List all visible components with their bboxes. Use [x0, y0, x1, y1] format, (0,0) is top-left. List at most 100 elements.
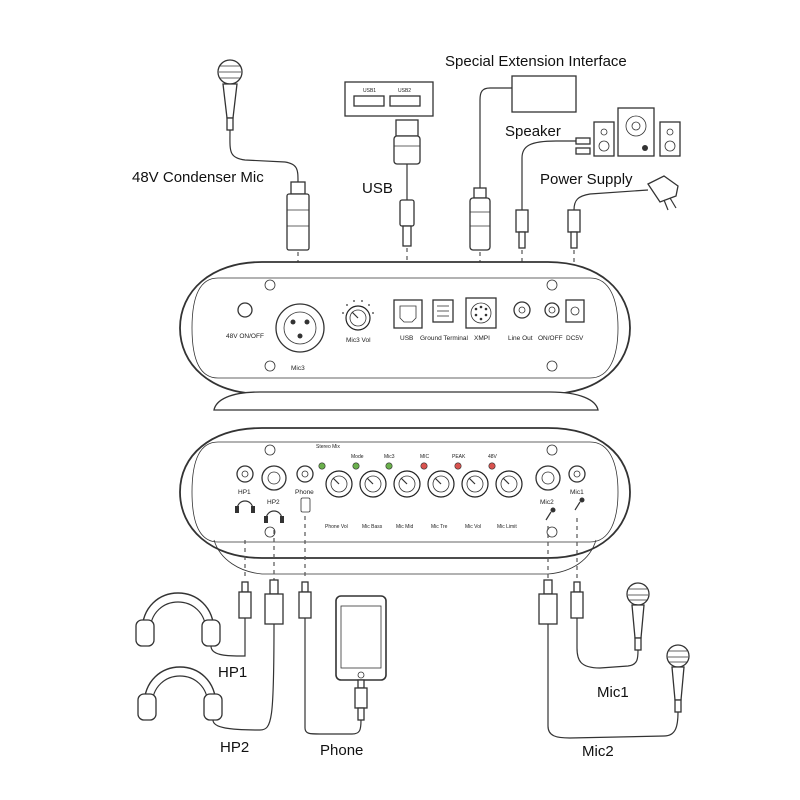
back-mic3-xlr-jack[interactable]	[275, 303, 325, 353]
hp2-plug-icon	[264, 579, 284, 625]
indicator-label-stereo-mix: Stereo Mix	[316, 444, 340, 450]
back-mic3-vol-scale	[342, 300, 374, 314]
back-onoff-label: ON/OFF	[538, 335, 563, 342]
led-mode	[352, 462, 360, 470]
hp1-headphone-left-cup	[235, 506, 239, 513]
back-ground-terminal[interactable]	[432, 299, 454, 323]
dc-plug-icon	[567, 209, 581, 249]
back-line-out-jack[interactable]	[513, 301, 531, 319]
knob-mic-bass[interactable]	[359, 470, 387, 498]
mic1-handheld-icon	[626, 582, 650, 651]
led-stereo-mix	[318, 462, 326, 470]
mic1-small-icon	[574, 497, 585, 511]
back-mic3-vol-label: Mic3 Vol	[346, 337, 371, 344]
front-phone-label: Phone	[295, 489, 314, 496]
mic2-cable	[547, 624, 679, 739]
hp2-label: HP2	[220, 739, 249, 756]
indicator-label-mode: Mode	[351, 454, 364, 460]
knob-label-mic-vol: Mic Vol	[465, 524, 481, 530]
usb1-port-label: USB1	[363, 88, 376, 94]
back-xmpi-port[interactable]	[465, 297, 497, 329]
indicator-label-48v: 48V	[488, 454, 498, 460]
back-ground-label: Ground Terminal	[420, 335, 468, 342]
mic1-label: Mic1	[597, 684, 629, 701]
front-hp1-jack[interactable]	[236, 465, 254, 483]
front-mic2-jack[interactable]	[535, 465, 561, 491]
hp1-headphones-icon	[135, 590, 221, 647]
speaker-system-icon	[575, 107, 681, 157]
front-hp2-jack[interactable]	[261, 465, 287, 491]
hp1-cable	[210, 618, 246, 657]
xlr-connector-icon	[286, 181, 310, 251]
led-48v	[488, 462, 496, 470]
indicator-label-mic3: Mic3	[384, 454, 395, 460]
hp1-label: HP1	[218, 664, 247, 681]
mic2-plug-icon	[538, 579, 558, 625]
phone-bottom-plug-icon	[354, 679, 368, 721]
phone-small-icon	[300, 497, 311, 513]
mic2-label: Mic2	[582, 743, 614, 760]
front-hp2-label: HP2	[267, 499, 280, 506]
extension-cable	[479, 87, 512, 188]
knob-mic-mid[interactable]	[393, 470, 421, 498]
front-mic2-label: Mic2	[540, 499, 554, 506]
speaker-label: Speaker	[505, 123, 561, 140]
back-mic3-vol-knob[interactable]	[345, 305, 371, 331]
hp1-headphone-right-cup	[251, 506, 255, 513]
smartphone-icon	[335, 595, 387, 681]
speaker-cable	[521, 140, 576, 210]
line-out-jack-plug-icon	[515, 209, 529, 249]
mic1-cable	[576, 618, 639, 669]
power-cable	[573, 189, 649, 211]
knob-mic-vol[interactable]	[461, 470, 489, 498]
back-usb-port[interactable]	[393, 299, 423, 329]
back-usb-label: USB	[400, 335, 413, 342]
led-peak	[454, 462, 462, 470]
back-line-out-label: Line Out	[508, 335, 533, 342]
indicator-label-mic: MIC	[420, 454, 430, 460]
knob-mic-tre[interactable]	[427, 470, 455, 498]
knob-label-phone-vol: Phone Vol	[325, 524, 348, 530]
knob-phone-vol[interactable]	[325, 470, 353, 498]
phone-label: Phone	[320, 742, 363, 759]
knob-label-mic-limit: Mic Limit	[497, 524, 517, 530]
usb-label: USB	[362, 180, 393, 197]
hp1-plug-icon	[238, 581, 252, 619]
back-xmpi-label: XMPI	[474, 335, 490, 342]
hp2-headphone-left-cup	[264, 516, 268, 523]
phone-cable	[304, 618, 362, 735]
hp2-headphone-right-cup	[280, 516, 284, 523]
back-mic3-label: Mic3	[291, 365, 305, 372]
mic1-plug-icon	[570, 581, 584, 619]
special-extension-label: Special Extension Interface	[445, 53, 627, 70]
back-48v-switch[interactable]	[237, 302, 253, 318]
front-mic1-label: Mic1	[570, 489, 584, 496]
front-phone-jack[interactable]	[296, 465, 314, 483]
hp2-headphones-icon	[137, 666, 223, 721]
led-mic3	[385, 462, 393, 470]
back-dc5v-label: DC5V	[566, 335, 584, 342]
condenser-mic-icon	[217, 59, 243, 131]
knob-label-mic-tre: Mic Tre	[431, 524, 448, 530]
knob-mic-limit[interactable]	[495, 470, 523, 498]
hp2-cable	[212, 623, 275, 731]
usb2-port-label: USB2	[398, 88, 411, 94]
power-supply-label: Power Supply	[540, 171, 633, 188]
back-dc-jack[interactable]	[565, 299, 585, 323]
back-48v-label: 48V ON/OFF	[226, 333, 264, 340]
mic2-small-icon	[545, 507, 556, 521]
phone-plug-icon	[298, 581, 312, 619]
mini-din-connector-icon	[469, 187, 491, 251]
condenser-mic-label: 48V Condenser Mic	[132, 169, 264, 186]
usb-hub-icon: USB1 USB2	[344, 81, 434, 117]
mic2-handheld-icon	[666, 644, 690, 713]
led-mic	[420, 462, 428, 470]
knob-label-mic-bass: Mic Bass	[362, 524, 383, 530]
back-power-switch[interactable]	[544, 302, 560, 318]
front-hp1-label: HP1	[238, 489, 251, 496]
front-mic1-jack[interactable]	[568, 465, 586, 483]
knob-label-mic-mid: Mic Mid	[396, 524, 413, 530]
usb-plug-icon	[393, 119, 421, 247]
